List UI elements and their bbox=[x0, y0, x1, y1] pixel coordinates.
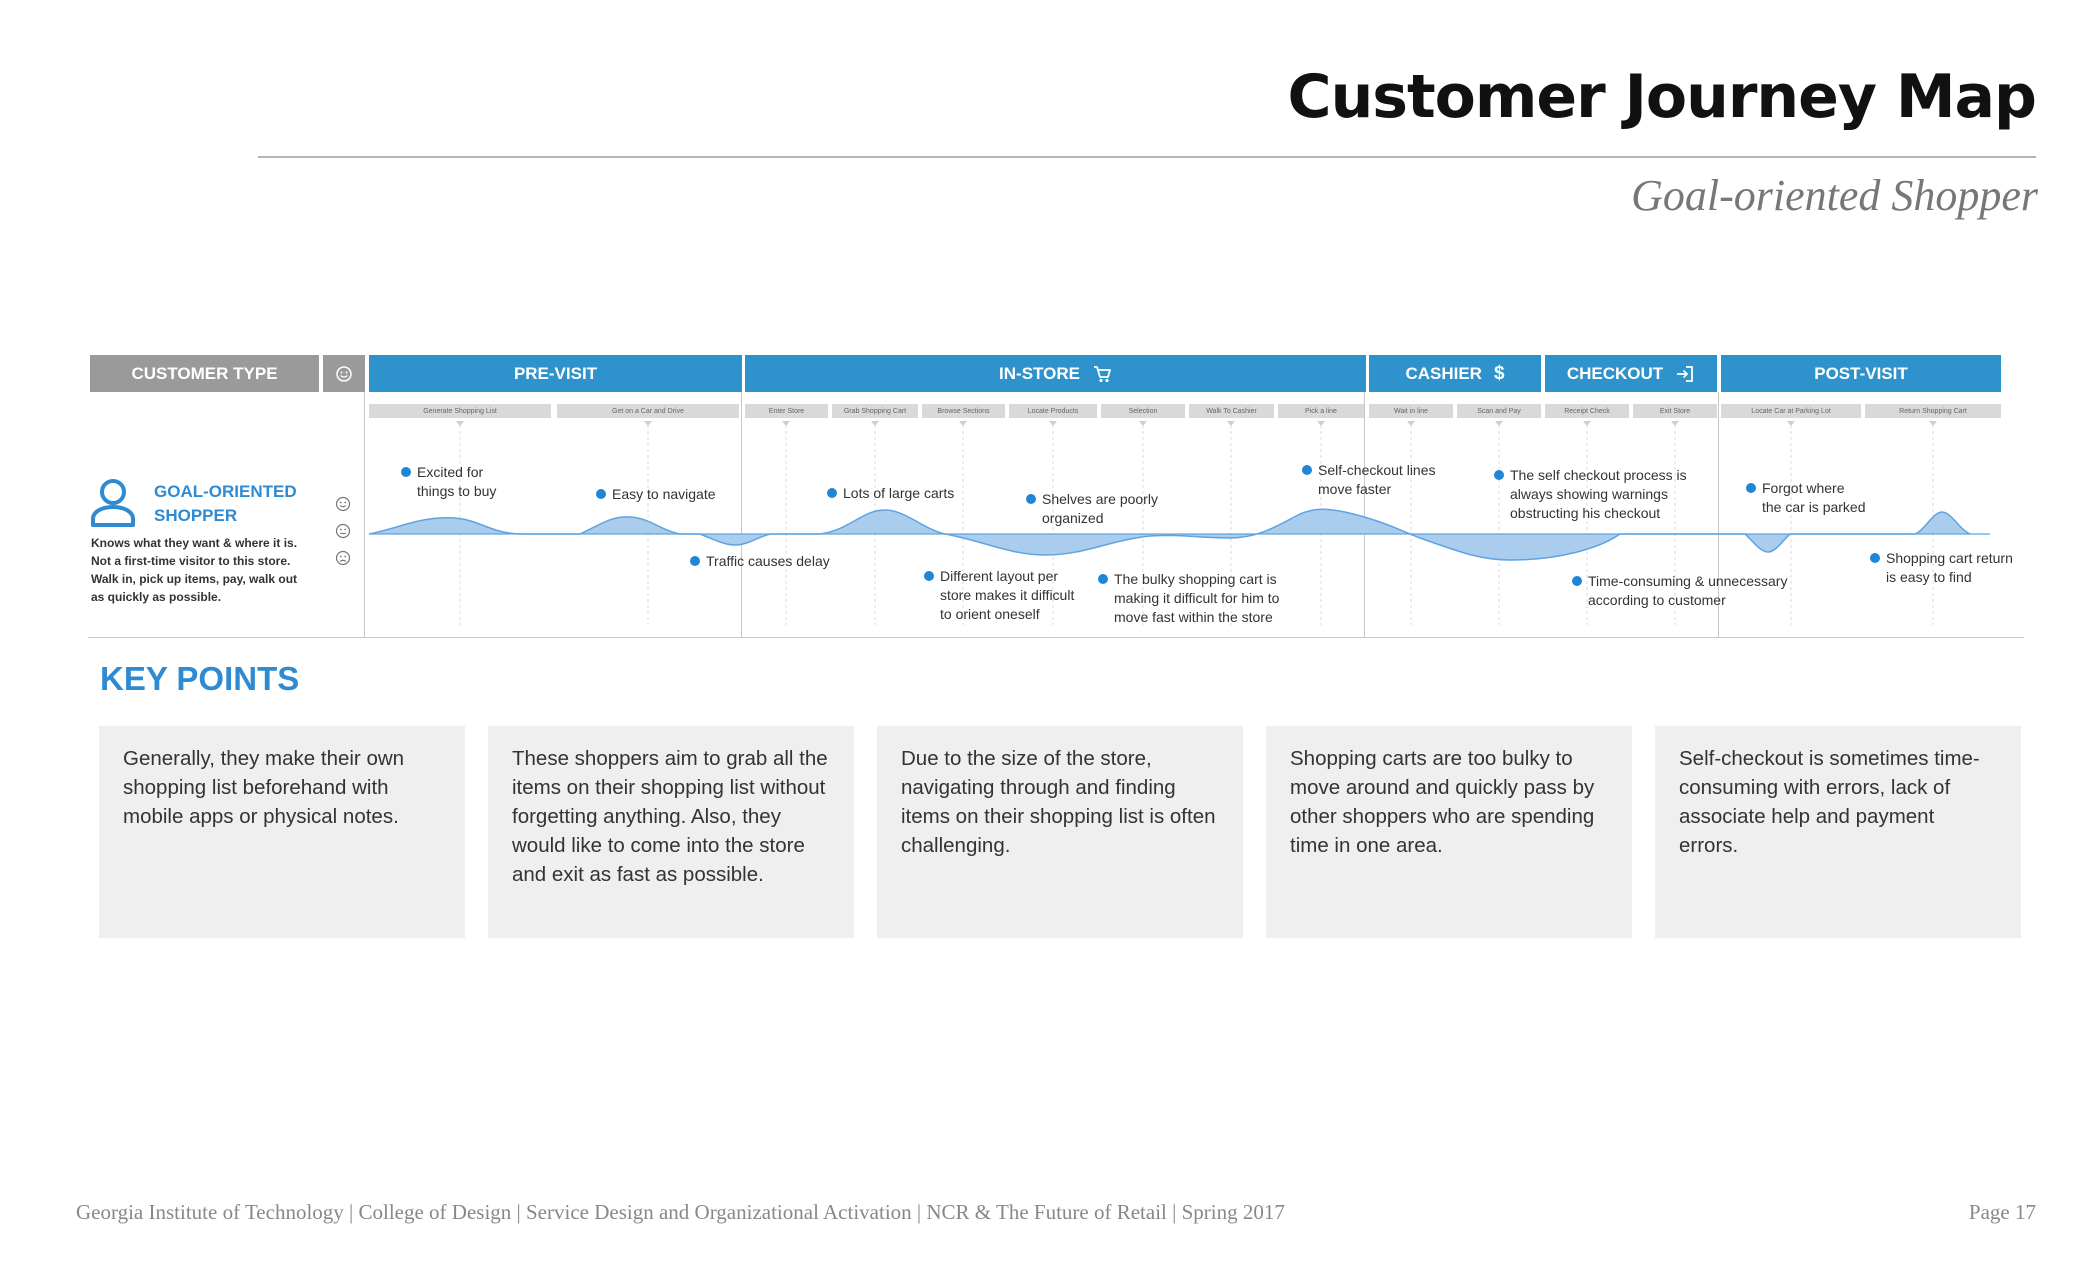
annotation-self-checkout-warnings: The self checkout process is always show… bbox=[1494, 466, 1687, 523]
step-walk-to-cashier: Walk To Cashier bbox=[1189, 404, 1274, 418]
annotation-dot bbox=[1746, 483, 1756, 493]
annotation-dot bbox=[1572, 576, 1582, 586]
sad-face-icon bbox=[335, 550, 351, 566]
key-point-card: Due to the size of the store, navigating… bbox=[877, 726, 1243, 938]
customer-type-header: CUSTOMER TYPE bbox=[90, 355, 319, 392]
key-points-title: KEY POINTS bbox=[100, 660, 300, 697]
phase-in-store: IN-STORE bbox=[745, 355, 1366, 392]
step-locate-products: Locate Products bbox=[1009, 404, 1097, 418]
step-enter-store: Enter Store bbox=[745, 404, 828, 418]
step-browse-sections: Browse Sections bbox=[922, 404, 1005, 418]
step-arrow bbox=[456, 421, 464, 426]
annotation-dot bbox=[1098, 574, 1108, 584]
emotion-curve bbox=[368, 425, 1990, 625]
page-title: Customer Journey Map bbox=[1287, 62, 2037, 132]
page-number: Page 17 bbox=[1968, 1200, 2036, 1224]
step-locate-car: Locate Car at Parking Lot bbox=[1721, 404, 1861, 418]
phase-cashier: CASHIER $ bbox=[1369, 355, 1541, 392]
key-point-card: These shoppers aim to grab all the items… bbox=[488, 726, 854, 938]
step-grab-shopping-cart: Grab Shopping Cart bbox=[832, 404, 918, 418]
step-wait-in-line: Wait in line bbox=[1369, 404, 1453, 418]
page-subtitle: Goal-oriented Shopper bbox=[1631, 171, 2038, 220]
title-divider bbox=[258, 156, 2036, 158]
step-arrow bbox=[959, 421, 967, 426]
phase-divider bbox=[1718, 392, 1719, 637]
annotation-large-carts: Lots of large carts bbox=[827, 484, 954, 503]
annotation-cart-return: Shopping cart return is easy to find bbox=[1870, 549, 2013, 587]
step-scan-and-pay: Scan and Pay bbox=[1457, 404, 1541, 418]
shopping-cart-icon bbox=[1093, 365, 1111, 382]
step-receipt-check: Receipt Check bbox=[1545, 404, 1629, 418]
step-selection: Selection bbox=[1101, 404, 1185, 418]
step-arrow bbox=[1929, 421, 1937, 426]
step-get-on-car-and-drive: Get on a Car and Drive bbox=[557, 404, 739, 418]
dollar-icon: $ bbox=[1493, 362, 1505, 384]
annotation-dot bbox=[1302, 465, 1312, 475]
annotation-dot bbox=[690, 556, 700, 566]
step-return-shopping-cart: Return Shopping Cart bbox=[1865, 404, 2001, 418]
map-bottom-rule bbox=[88, 637, 2024, 638]
annotation-bulky-cart: The bulky shopping cart is making it dif… bbox=[1098, 570, 1279, 627]
step-arrow bbox=[871, 421, 879, 426]
step-exit-store: Exit Store bbox=[1633, 404, 1717, 418]
grid-line bbox=[364, 392, 365, 637]
customer-type-description: Knows what they want & where it is. Not … bbox=[91, 536, 298, 604]
happy-face-icon bbox=[335, 496, 351, 512]
step-arrow bbox=[1583, 421, 1591, 426]
key-point-card: Generally, they make their own shopping … bbox=[99, 726, 465, 938]
exit-icon bbox=[1677, 365, 1694, 382]
step-arrow bbox=[644, 421, 652, 426]
annotation-dot bbox=[596, 489, 606, 499]
annotation-dot bbox=[924, 571, 934, 581]
step-arrow bbox=[1787, 421, 1795, 426]
step-arrow bbox=[1227, 421, 1235, 426]
key-point-card: Shopping carts are too bulky to move aro… bbox=[1266, 726, 1632, 938]
step-arrow bbox=[1495, 421, 1503, 426]
phase-checkout: CHECKOUT bbox=[1545, 355, 1717, 392]
smiley-icon bbox=[336, 365, 352, 382]
step-arrow bbox=[1671, 421, 1679, 426]
annotation-easy-navigate: Easy to navigate bbox=[596, 485, 716, 504]
emotion-column-header bbox=[323, 355, 365, 392]
phase-post-visit: POST-VISIT bbox=[1721, 355, 2001, 392]
annotation-time-consuming: Time-consuming & unnecessary according t… bbox=[1572, 572, 1787, 610]
annotation-traffic-delay: Traffic causes delay bbox=[690, 552, 830, 571]
annotation-dot bbox=[1870, 553, 1880, 563]
user-icon bbox=[91, 479, 135, 527]
step-arrow bbox=[1317, 421, 1325, 426]
annotation-excited: Excited for things to buy bbox=[401, 463, 496, 501]
step-arrow bbox=[1139, 421, 1147, 426]
annotation-dot bbox=[1494, 470, 1504, 480]
annotation-dot bbox=[827, 488, 837, 498]
annotation-self-checkout-faster: Self-checkout lines move faster bbox=[1302, 461, 1436, 499]
step-arrow bbox=[1407, 421, 1415, 426]
annotation-dot bbox=[1026, 494, 1036, 504]
customer-type-name: GOAL-ORIENTED SHOPPER bbox=[154, 482, 297, 525]
key-point-card: Self-checkout is sometimes time-consumin… bbox=[1655, 726, 2021, 938]
step-arrow bbox=[782, 421, 790, 426]
step-arrow bbox=[1049, 421, 1057, 426]
neutral-face-icon bbox=[335, 523, 351, 539]
step-generate-shopping-list: Generate Shopping List bbox=[369, 404, 551, 418]
annotation-dot bbox=[401, 467, 411, 477]
annotation-different-layout: Different layout per store makes it diff… bbox=[924, 567, 1074, 624]
phase-divider bbox=[741, 392, 742, 637]
phase-divider bbox=[1364, 392, 1365, 637]
phase-pre-visit: PRE-VISIT bbox=[369, 355, 742, 392]
footer-text: Georgia Institute of Technology | Colleg… bbox=[76, 1200, 1285, 1224]
annotation-shelves-organized: Shelves are poorly organized bbox=[1026, 490, 1158, 528]
step-pick-a-line: Pick a line bbox=[1278, 404, 1364, 418]
annotation-forgot-car: Forgot where the car is parked bbox=[1746, 479, 1866, 517]
